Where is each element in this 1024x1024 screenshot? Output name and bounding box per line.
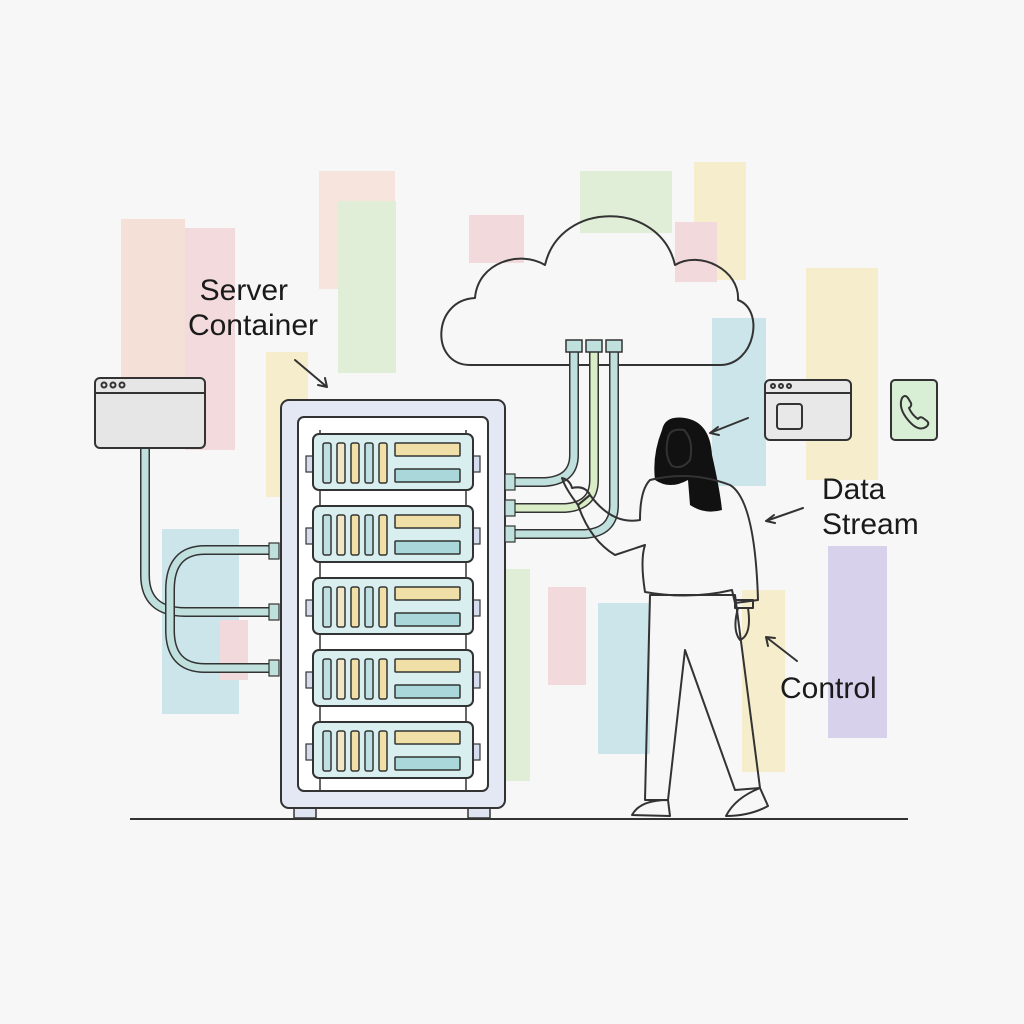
port [504, 473, 516, 491]
app-window-icon [764, 379, 852, 441]
cables [140, 339, 623, 673]
cloud-icon [440, 215, 755, 366]
port [268, 542, 280, 560]
label-data-stream: Data Stream [822, 473, 919, 541]
port [268, 659, 280, 677]
server-unit [305, 505, 481, 563]
person-icon [561, 417, 769, 817]
server-rack-icon [268, 399, 516, 819]
port [504, 499, 516, 517]
port [268, 603, 280, 621]
server-unit [305, 577, 481, 635]
server-unit [305, 433, 481, 491]
server-unit [305, 721, 481, 779]
label-server-container: Server Container [188, 274, 318, 342]
phone-icon [890, 379, 938, 441]
server-unit [305, 649, 481, 707]
port [504, 525, 516, 543]
browser-window-icon [94, 377, 206, 449]
pointer-arrows [294, 359, 804, 662]
label-control: Control [780, 672, 877, 705]
